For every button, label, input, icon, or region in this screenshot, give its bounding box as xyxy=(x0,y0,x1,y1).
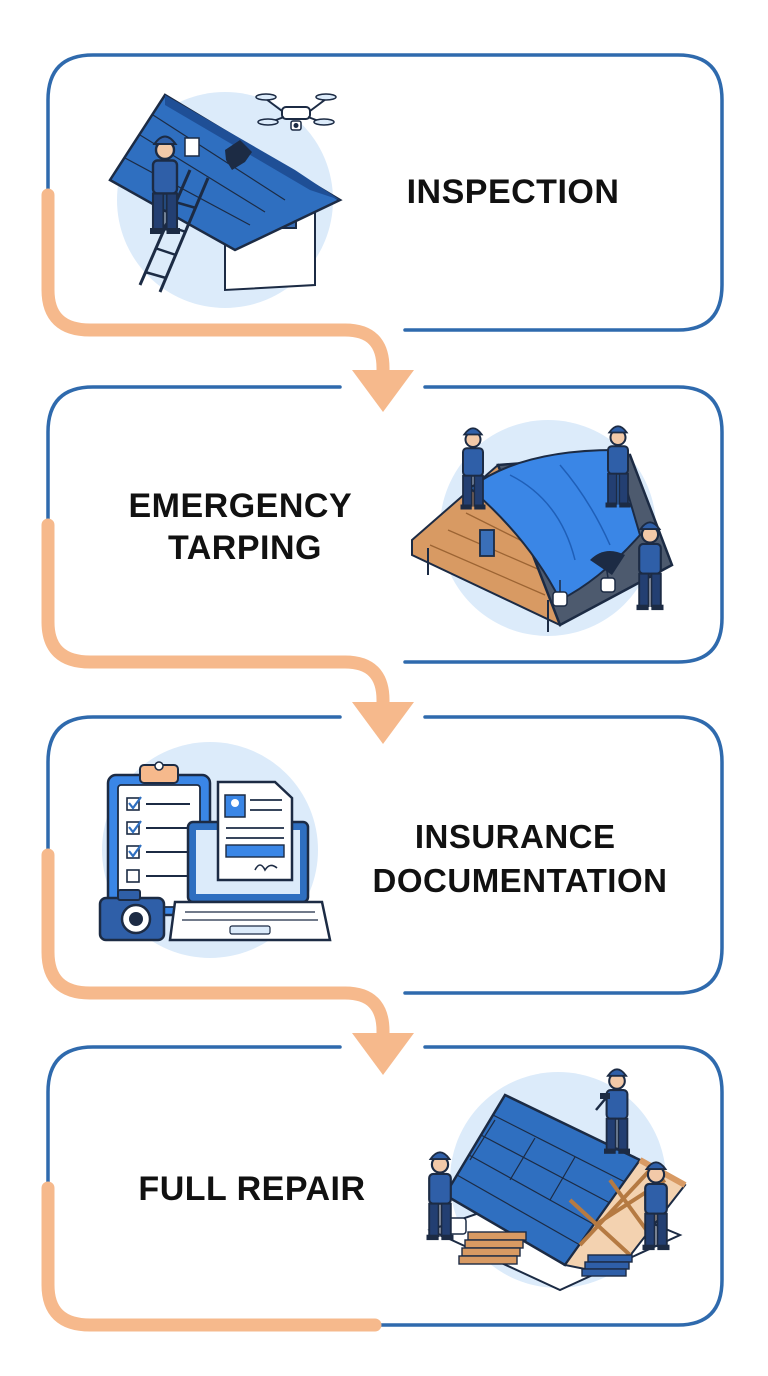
arrow-down-icon xyxy=(352,370,414,412)
step-title: INSPECTION xyxy=(407,173,620,211)
step-title-line: DOCUMENTATION xyxy=(373,862,668,899)
step-frame xyxy=(46,1045,724,1327)
step-inspection: INSPECTION xyxy=(46,53,724,332)
flow-connector xyxy=(41,518,414,744)
roof-repair-illustration xyxy=(425,1068,687,1292)
step-title: INSURANCE DOCUMENTATION xyxy=(373,818,668,899)
roof-inspection-illustration xyxy=(108,92,343,308)
step-insurance-documentation: INSURANCE DOCUMENTATION xyxy=(46,715,724,995)
flow-connector xyxy=(41,1181,382,1332)
insurance-documents-illustration xyxy=(98,742,332,958)
roof-tarping-illustration xyxy=(411,420,674,636)
arrow-down-icon xyxy=(352,702,414,744)
step-frame xyxy=(46,53,724,332)
step-emergency-tarping: EMERGENCY TARPING xyxy=(46,385,724,664)
arrow-down-icon xyxy=(352,1033,414,1075)
step-frame xyxy=(46,715,724,995)
flow-connector xyxy=(41,188,414,412)
step-title-line: INSPECTION xyxy=(407,173,620,211)
step-title: FULL REPAIR xyxy=(138,1170,365,1208)
step-title-line: TARPING xyxy=(168,529,322,567)
step-title-line: FULL REPAIR xyxy=(138,1170,365,1208)
flow-connector xyxy=(41,848,414,1075)
step-frame xyxy=(46,385,724,664)
step-title: EMERGENCY TARPING xyxy=(129,487,362,567)
step-title-line: EMERGENCY xyxy=(129,487,352,525)
step-full-repair: FULL REPAIR xyxy=(46,1045,724,1327)
step-title-line: INSURANCE xyxy=(415,818,616,855)
